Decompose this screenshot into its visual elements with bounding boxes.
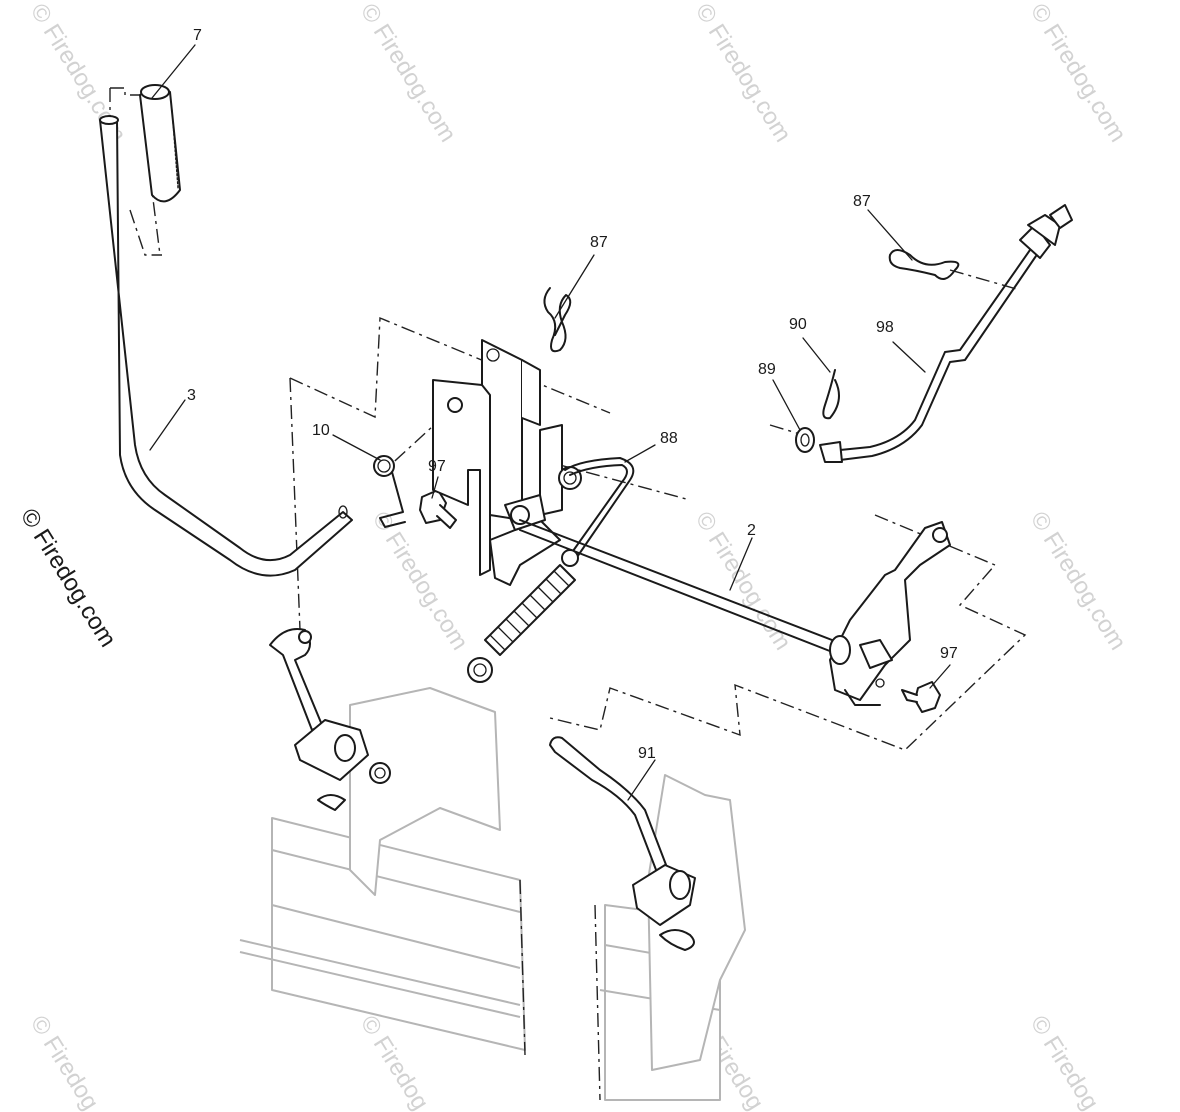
callout-3: 3: [187, 387, 196, 404]
leader-97-right: [929, 664, 951, 689]
callout-88: 88: [660, 430, 678, 447]
part-88-spring-hook: [564, 457, 635, 561]
callout-98: 98: [876, 319, 894, 336]
callout-87-top: 87: [590, 234, 608, 251]
part-98-rod: [819, 204, 1073, 463]
callout-2: 2: [747, 522, 756, 539]
extension-spring: [467, 549, 579, 683]
leader-89: [772, 379, 801, 431]
callout-7: 7: [193, 27, 202, 44]
watermark-tile: © Firedog.com: [1025, 1011, 1131, 1112]
watermark-tile: © Firedog.com: [1025, 0, 1131, 147]
assembly-lines: [109, 87, 1027, 1101]
part-90-clip: [822, 369, 840, 420]
leader-10: [332, 434, 381, 461]
leader-87-top: [554, 254, 595, 319]
callout-90: 90: [789, 316, 807, 333]
part-91-link-rod: [549, 736, 696, 951]
leader-97-left: [431, 476, 439, 499]
callout-89: 89: [758, 361, 776, 378]
part-89-washer: [795, 427, 815, 453]
watermark-tile: © Firedog.com: [690, 0, 796, 147]
callout-97-right: 97: [940, 645, 958, 662]
watermark-tile: © Firedog.com: [367, 507, 473, 655]
bracket-assembly: [432, 339, 582, 586]
part-97-bolt-right: [901, 681, 941, 713]
frame-ghost: [239, 687, 746, 1101]
part-3-lever: [99, 115, 353, 577]
watermark-tile: © Firedog.com: [25, 1011, 131, 1112]
leader-3: [149, 399, 186, 451]
leader-88: [624, 444, 656, 463]
callout-91: 91: [638, 745, 656, 762]
callout-leaders: [149, 44, 951, 801]
callout-87-right: 87: [853, 193, 871, 210]
leader-98: [892, 341, 926, 373]
part-7-grip: [139, 84, 181, 203]
leader-7: [151, 44, 196, 99]
callout-labels: 7 3 87 10 97 88 2 90 98 89 87 97 91: [187, 27, 958, 762]
watermark-main: © Firedog.com: [15, 504, 121, 652]
watermark-tile: © Firedog.com: [355, 0, 461, 147]
part-10-spring: [373, 455, 406, 528]
leader-2: [729, 537, 753, 591]
watermark-tile: © Firedog.com: [1025, 507, 1131, 655]
callout-10: 10: [312, 422, 330, 439]
leader-87-right: [867, 209, 913, 261]
part-87-hairpin-right: [888, 249, 960, 280]
leader-90: [802, 337, 831, 373]
right-lift-arm: [829, 521, 951, 706]
callout-97-left: 97: [428, 458, 446, 475]
left-link-rod: [269, 628, 391, 811]
part-87-hairpin: [543, 287, 572, 353]
leader-91: [627, 759, 656, 801]
